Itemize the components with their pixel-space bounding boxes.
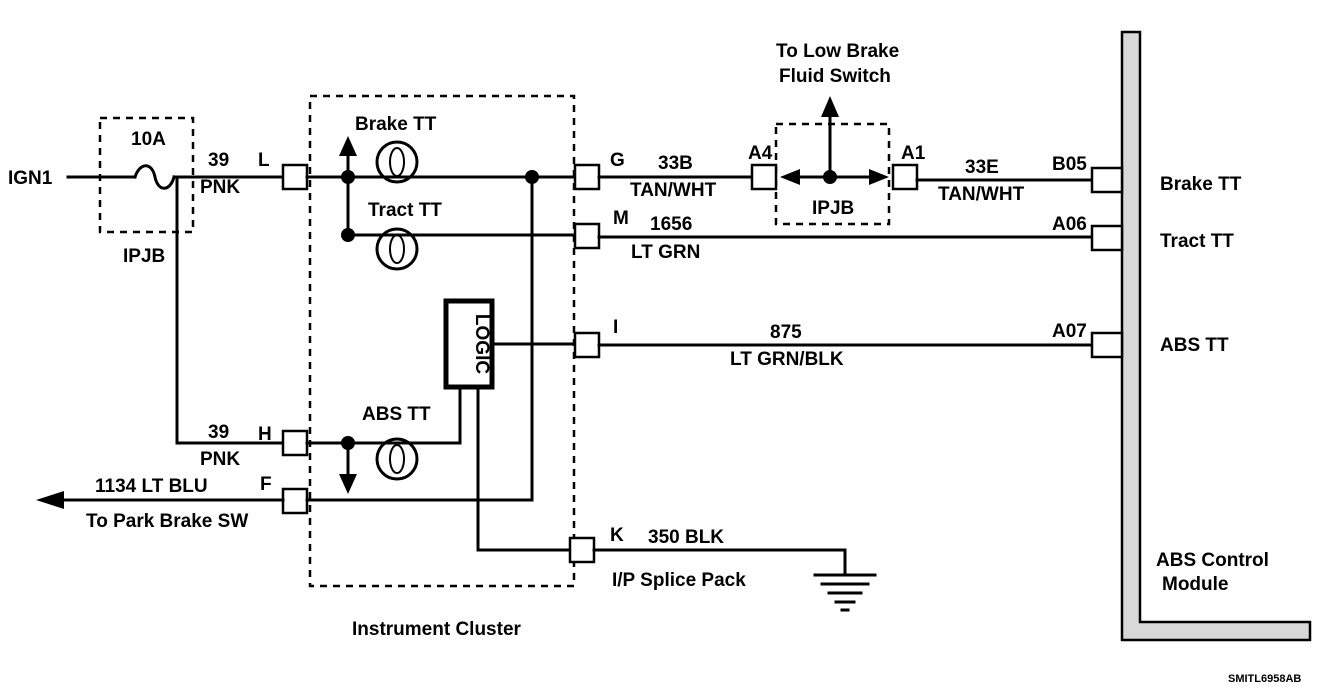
- module-tract-tt-label: Tract TT: [1160, 231, 1234, 252]
- wire-39-bot-color: PNK: [200, 449, 240, 470]
- fuse-10a-icon: [133, 164, 176, 190]
- connector-pin-h: [281, 429, 309, 457]
- wire-33e-num: 33E: [965, 157, 999, 178]
- logic-label: LOGIC: [471, 314, 492, 374]
- tract-tt-lamp-label: Tract TT: [368, 200, 442, 221]
- ipjb-splice-outline: [774, 122, 891, 226]
- fuse-rating: 10A: [131, 129, 166, 150]
- pin-a4-label: A4: [748, 143, 773, 164]
- arrow-up-icon: [339, 136, 357, 156]
- wire-39-bot-num: 39: [208, 422, 229, 443]
- pin-l-label: L: [258, 150, 270, 171]
- abs-tt-lamp-label: ABS TT: [362, 404, 431, 425]
- pin-h-label: H: [258, 424, 272, 445]
- arrow-right-icon: [869, 169, 889, 185]
- connector-pin-a06: [1090, 224, 1124, 252]
- module-abs-tt-label: ABS TT: [1160, 335, 1229, 356]
- wire-1134-label: 1134 LT BLU: [95, 476, 208, 497]
- pin-i-label: I: [613, 317, 618, 338]
- figure-id: SMITL6958AB: [1228, 673, 1301, 685]
- tract-lamp-icon: [375, 227, 419, 271]
- pin-k-label: K: [610, 525, 624, 546]
- connector-pin-b05: [1090, 166, 1124, 194]
- lamp-filament: [389, 147, 405, 177]
- lamp-filament: [389, 444, 405, 474]
- module-name-line2: Module: [1162, 574, 1229, 595]
- pin-a06-label: A06: [1052, 214, 1087, 235]
- instrument-cluster-outline: [308, 94, 576, 588]
- wire-33b-num: 33B: [658, 153, 693, 174]
- pin-g-label: G: [610, 150, 625, 171]
- module-brake-tt-label: Brake TT: [1160, 174, 1242, 195]
- pin-a1-label: A1: [901, 143, 926, 164]
- arrow-down-icon: [339, 474, 357, 494]
- ign1-label: IGN1: [8, 168, 53, 189]
- park-brake-dest: To Park Brake SW: [86, 511, 248, 532]
- low-brake-label-1: To Low Brake: [776, 41, 899, 62]
- wire-875-num: 875: [770, 322, 802, 343]
- wire-1656-num: 1656: [650, 214, 692, 235]
- brake-lamp-icon: [375, 140, 419, 184]
- wire-33b-color: TAN/WHT: [630, 180, 717, 201]
- lamp-filament: [389, 234, 405, 264]
- fuse-box-label: IPJB: [123, 246, 165, 267]
- arrow-left-icon: [780, 169, 800, 185]
- low-brake-label-2: Fluid Switch: [779, 66, 891, 87]
- connector-pin-f: [281, 487, 309, 515]
- module-name-line1: ABS Control: [1156, 550, 1269, 571]
- wire-33e-color: TAN/WHT: [938, 184, 1025, 205]
- wire-1656-color: LT GRN: [631, 242, 700, 263]
- wire-39-top-color: PNK: [200, 177, 240, 198]
- instrument-cluster-title: Instrument Cluster: [352, 619, 522, 640]
- connector-pin-m: [573, 222, 601, 250]
- brake-tt-lamp-label: Brake TT: [355, 114, 437, 135]
- connector-pin-l: [281, 163, 309, 191]
- connector-pin-a07: [1090, 331, 1124, 359]
- connector-pin-k: [568, 536, 596, 564]
- wire-39-top-num: 39: [208, 150, 229, 171]
- connector-pin-i: [573, 331, 601, 359]
- wire-875-color: LT GRN/BLK: [730, 349, 844, 370]
- arrow-left-icon: [36, 491, 64, 509]
- arrow-up-icon: [821, 96, 839, 117]
- pin-b05-label: B05: [1052, 154, 1087, 175]
- pin-a07-label: A07: [1052, 321, 1087, 342]
- pin-f-label: F: [260, 474, 272, 495]
- connector-pin-a1: [891, 163, 919, 191]
- fuse-box-outline: [98, 116, 195, 234]
- connector-pin-g: [573, 163, 601, 191]
- wire-350-label: 350 BLK: [648, 527, 724, 548]
- abs-lamp-icon: [375, 437, 419, 481]
- splice-pack-label: I/P Splice Pack: [612, 570, 746, 591]
- pin-m-label: M: [613, 208, 629, 229]
- ground-icon: [813, 548, 877, 612]
- connector-pin-a4: [750, 163, 778, 191]
- abs-control-module-body: [1120, 30, 1312, 642]
- ipjb-splice-label: IPJB: [812, 198, 854, 219]
